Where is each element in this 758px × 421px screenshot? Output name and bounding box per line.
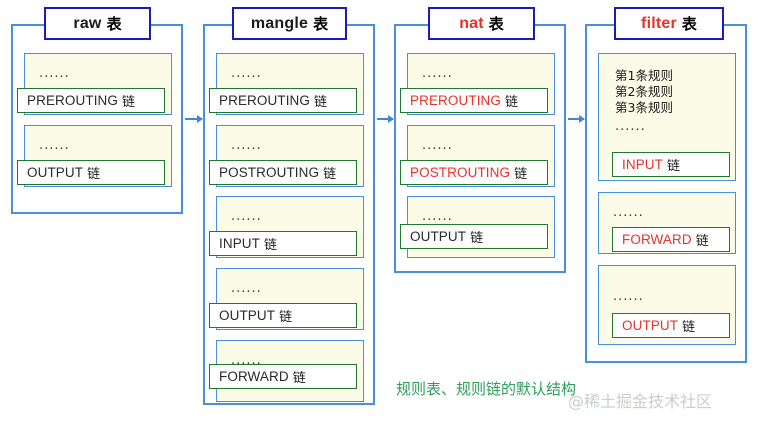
ellipsis-text: ...... — [231, 66, 262, 81]
ellipsis-text: ...... — [231, 138, 262, 153]
ellipsis-text: ...... — [39, 138, 70, 153]
chain-suffix: 链 — [682, 319, 696, 334]
chain-box-filter-input[interactable]: INPUT 链 — [612, 152, 730, 177]
ellipsis-text: ...... — [231, 281, 262, 296]
ellipsis-text: ...... — [422, 138, 453, 153]
chain-suffix: 链 — [514, 166, 528, 181]
chain-box-nat-postrouting[interactable]: POSTROUTING 链 — [400, 160, 548, 185]
rule-list: 第1条规则 第2条规则 第3条规则 — [615, 68, 673, 116]
chain-name: OUTPUT — [27, 165, 84, 180]
table-title-suffix: 表 — [681, 16, 697, 33]
chain-name: OUTPUT — [622, 318, 679, 333]
chain-suffix: 链 — [279, 309, 293, 324]
ellipsis-text: ...... — [39, 66, 70, 81]
arrow-raw-to-mangle — [185, 115, 203, 123]
chain-suffix: 链 — [695, 233, 709, 248]
chain-suffix: 链 — [122, 94, 136, 109]
chain-suffix: 链 — [470, 230, 484, 245]
chain-suffix: 链 — [292, 370, 306, 385]
ellipsis-text: ...... — [613, 205, 644, 220]
chain-box-mangle-postrouting[interactable]: POSTROUTING 链 — [209, 160, 357, 185]
chain-name: PREROUTING — [410, 93, 502, 108]
chain-box-nat-output[interactable]: OUTPUT 链 — [400, 224, 548, 249]
ellipsis-text: ...... — [231, 209, 262, 224]
ellipsis-text: ...... — [613, 289, 644, 304]
chain-box-mangle-prerouting[interactable]: PREROUTING 链 — [209, 88, 357, 113]
chain-box-filter-output[interactable]: OUTPUT 链 — [612, 313, 730, 338]
chain-name: PREROUTING — [219, 93, 311, 108]
table-title-raw: raw 表 — [44, 7, 151, 40]
rule-line: 第3条规则 — [615, 100, 673, 115]
chain-name: FORWARD — [622, 232, 692, 247]
chain-box-raw-prerouting[interactable]: PREROUTING 链 — [17, 88, 165, 113]
table-title-filter: filter 表 — [614, 7, 724, 40]
table-title-name: nat — [459, 14, 484, 32]
chain-box-mangle-output[interactable]: OUTPUT 链 — [209, 303, 357, 328]
table-title-name: mangle — [250, 14, 309, 32]
chain-name: OUTPUT — [219, 308, 276, 323]
ellipsis-text: ...... — [422, 66, 453, 81]
table-title-suffix: 表 — [313, 16, 329, 33]
chain-box-mangle-input[interactable]: INPUT 链 — [209, 231, 357, 256]
table-title-suffix: 表 — [488, 16, 504, 33]
diagram-caption: 规则表、规则链的默认结构 — [396, 380, 577, 398]
chain-suffix: 链 — [264, 237, 278, 252]
chain-name: POSTROUTING — [219, 165, 320, 180]
table-title-mangle: mangle 表 — [232, 7, 347, 40]
arrow-mangle-to-nat — [377, 115, 394, 123]
table-title-nat: nat 表 — [428, 7, 535, 40]
rule-line: 第2条规则 — [615, 84, 673, 99]
chain-name: INPUT — [219, 236, 260, 251]
watermark: @稀土掘金技术社区 — [568, 392, 713, 411]
chain-box-mangle-forward[interactable]: FORWARD 链 — [209, 364, 357, 389]
ellipsis-text: ...... — [422, 209, 453, 224]
chain-box-raw-output[interactable]: OUTPUT 链 — [17, 160, 165, 185]
table-title-name: filter — [641, 14, 677, 32]
chain-name: PREROUTING — [27, 93, 119, 108]
chain-suffix: 链 — [667, 158, 681, 173]
ellipsis-text: ...... — [615, 119, 646, 134]
chain-suffix: 链 — [87, 166, 101, 181]
table-title-name: raw — [73, 14, 102, 32]
rule-line: 第1条规则 — [615, 68, 673, 83]
chain-box-filter-forward[interactable]: FORWARD 链 — [612, 227, 730, 252]
table-title-suffix: 表 — [106, 16, 122, 33]
ellipsis-text: ...... — [231, 353, 262, 368]
chain-box-nat-prerouting[interactable]: PREROUTING 链 — [400, 88, 548, 113]
chain-name: FORWARD — [219, 369, 289, 384]
chain-suffix: 链 — [505, 94, 519, 109]
arrow-nat-to-filter — [568, 115, 585, 123]
chain-name: INPUT — [622, 157, 663, 172]
chain-suffix: 链 — [323, 166, 337, 181]
chain-name: OUTPUT — [410, 229, 467, 244]
chain-name: POSTROUTING — [410, 165, 511, 180]
chain-suffix: 链 — [314, 94, 328, 109]
